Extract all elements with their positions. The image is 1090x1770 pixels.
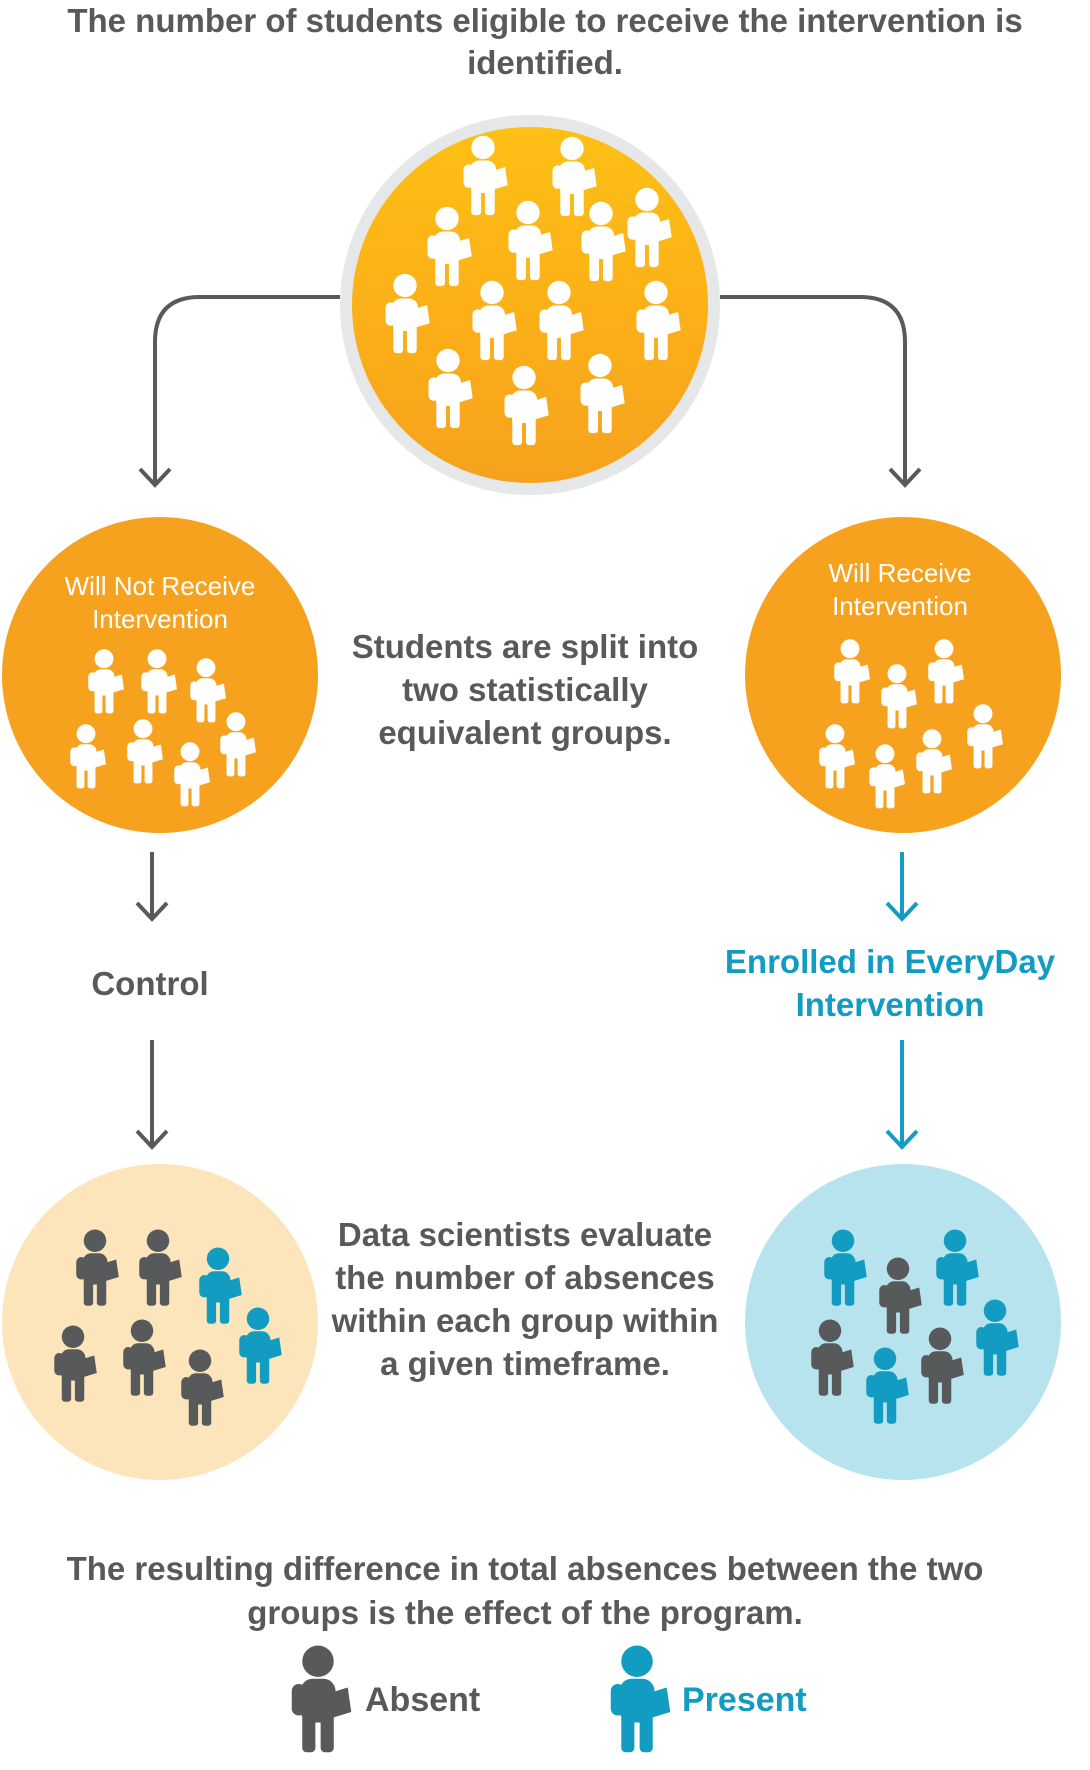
treatment-arrows [885, 852, 919, 1150]
eligible-students-circle [340, 115, 720, 495]
evaluate-description: Data scientists evaluate the number of a… [331, 1216, 719, 1382]
control-arrows [135, 852, 169, 1150]
treatment-arrow-2-head [885, 1129, 919, 1150]
will-receive-label: Will Receive Intervention [828, 558, 972, 621]
treatment-result-circle [745, 1164, 1061, 1480]
treatment-group-circle [745, 517, 1061, 833]
control-group-circle [2, 517, 318, 833]
legend-absent-label: Absent [365, 1681, 481, 1719]
right-branch-line [720, 295, 907, 483]
result-description: The resulting difference in total absenc… [66, 1550, 984, 1631]
left-branch-arrowhead [138, 467, 172, 488]
left-branch-line [153, 295, 340, 483]
legend-present-icon [610, 1645, 671, 1753]
legend-absent-icon [291, 1645, 352, 1753]
legend-present-label: Present [682, 1681, 807, 1719]
split-connectors [138, 295, 922, 488]
treatment-arrow-1-head [885, 901, 919, 922]
split-description: Students are split into two statisticall… [351, 628, 699, 751]
right-branch-arrowhead [888, 467, 922, 488]
enrolled-label: Enrolled in EveryDay Intervention [724, 943, 1056, 1023]
control-arrow-1-head [135, 901, 169, 922]
control-result-circle [2, 1164, 318, 1480]
will-not-receive-label: Will Not Receive Intervention [64, 571, 256, 634]
control-arrow-2-head [135, 1129, 169, 1150]
control-label: Control [91, 965, 209, 1002]
intro-title: The number of students eligible to recei… [67, 2, 1023, 81]
